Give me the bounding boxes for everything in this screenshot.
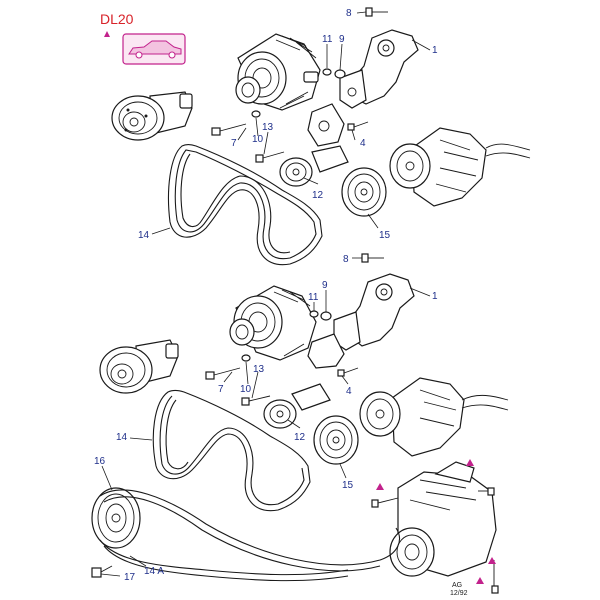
washer-10-top <box>251 110 261 118</box>
drive-belt-14a <box>99 489 400 582</box>
callout-9-top: 9 <box>339 34 345 45</box>
bolt-compressor-c <box>491 560 499 594</box>
callout-11-top: 11 <box>322 34 333 45</box>
crankshaft-pulley <box>91 487 141 549</box>
callout-14-top: 14 <box>138 230 150 241</box>
callout-15-top: 15 <box>379 230 391 241</box>
idler-pulley-bottom <box>313 415 359 465</box>
callout-7-bottom: 7 <box>218 384 224 395</box>
water-pump-pulley-bottom <box>99 339 179 394</box>
callout-16: 16 <box>94 456 106 467</box>
power-steering-pump-top <box>389 127 531 207</box>
bolt-7-bottom <box>205 367 241 380</box>
bolt-13-top <box>255 151 285 163</box>
sedan-car-icon <box>122 33 186 65</box>
mounting-bracket-bottom <box>307 273 415 369</box>
marker-triangle-icon <box>488 557 496 564</box>
ac-compressor <box>389 461 497 577</box>
callout-7-top: 7 <box>231 138 237 149</box>
callout-13-bottom: 13 <box>253 364 265 375</box>
bolt-4-top <box>347 121 369 131</box>
power-steering-pump-bottom <box>359 377 509 457</box>
water-pump-pulley-top <box>111 91 193 141</box>
washer-11-bottom <box>309 310 319 318</box>
drive-belt-bottom <box>152 389 311 512</box>
callout-10-bottom: 10 <box>240 384 252 395</box>
marker-triangle-icon <box>476 577 484 584</box>
bolt-13-bottom <box>241 395 271 406</box>
bolt-8-bottom <box>361 253 384 263</box>
callout-17: 17 <box>124 572 136 583</box>
callout-12-top: 12 <box>312 190 324 201</box>
stamp-line2: 12/92 <box>450 590 468 597</box>
drive-belt-top <box>168 143 323 266</box>
bolt-8-top <box>365 7 388 17</box>
stamp-line1: AG <box>452 582 462 589</box>
callout-11-bottom: 11 <box>308 292 319 303</box>
marker-triangle-icon <box>104 31 110 37</box>
marker-triangle-icon <box>466 459 474 466</box>
callout-12-bottom: 12 <box>294 432 306 443</box>
callout-13-top: 13 <box>262 122 274 133</box>
alternator-bottom <box>229 285 317 361</box>
mounting-bracket-top <box>307 29 419 147</box>
bolt-4-bottom <box>337 367 359 377</box>
diagram-code: DL20 <box>100 11 134 27</box>
callout-10-top: 10 <box>252 134 264 145</box>
bolt-7-top <box>211 123 247 136</box>
callout-14a: 14 A <box>144 566 164 577</box>
callout-4-bottom: 4 <box>346 386 352 397</box>
callout-8-bottom: 8 <box>343 254 349 265</box>
callout-4-top: 4 <box>360 138 366 149</box>
tensioner-pulley-top <box>279 145 349 187</box>
callout-8-top: 8 <box>346 8 352 19</box>
callout-1-bottom: 1 <box>432 291 438 302</box>
bolt-compressor-b <box>478 487 495 496</box>
tensioner-pulley-bottom <box>263 383 331 429</box>
idler-pulley-top <box>341 167 387 217</box>
callout-9-bottom: 9 <box>322 280 328 291</box>
washer-10-bottom <box>241 354 251 362</box>
callout-1-top: 1 <box>432 45 438 56</box>
alternator-top <box>235 33 321 111</box>
bolt-17 <box>91 565 113 578</box>
callout-14-bottom: 14 <box>116 432 128 443</box>
bolt-compressor-a <box>371 497 399 508</box>
callout-15-bottom: 15 <box>342 480 354 491</box>
nut-9-bottom <box>320 311 332 321</box>
washer-11-top <box>322 68 332 76</box>
nut-9-top <box>334 69 346 79</box>
marker-triangle-icon <box>376 483 384 490</box>
